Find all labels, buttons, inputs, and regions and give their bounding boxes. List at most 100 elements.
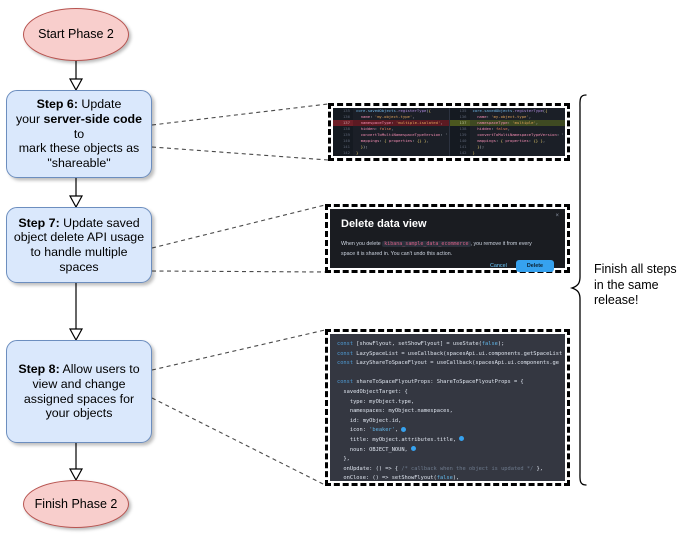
diff-line-code: namespaceType: 'multiple', xyxy=(477,120,539,126)
code-line: type: myObject.type, xyxy=(337,398,415,405)
step8-line3: assigned spaces for xyxy=(23,391,135,406)
node-step-7[interactable]: Step 7: Update saved object delete API u… xyxy=(6,207,152,283)
delete-button[interactable]: Delete xyxy=(515,259,554,272)
diff-line-code: convertToMultiNamespaceTypeVersion: ' xyxy=(477,132,564,138)
diff-line-number: 142 xyxy=(333,150,353,156)
step8-line1-rest: Allow users to xyxy=(59,362,140,377)
step8-line2: view and change xyxy=(32,376,126,391)
step8-line1-bold: Step 8: xyxy=(18,362,60,377)
code-line: const shareToSpaceFlyoutProps: ShareToSp… xyxy=(337,379,524,386)
diff-line-code: core.savedObjects.registerType({ xyxy=(356,108,431,113)
modal-body-code: kibana_sample_data_ecommerce xyxy=(382,241,471,247)
diff-line-number: 136 xyxy=(333,114,353,121)
diff-line-code: } xyxy=(472,150,475,156)
diff-line: 137 namespaceType: 'multiple-isolated', xyxy=(333,120,449,127)
diff-line-number: 136 xyxy=(449,114,470,121)
diff-line-code: } xyxy=(356,150,359,156)
diff-line-code: namespaceType: 'multiple-isolated', xyxy=(360,120,443,126)
node-step-6-text: Step 6: Update your server-side code to … xyxy=(13,97,145,170)
diff-line-number: 137 xyxy=(333,120,353,127)
diff-line-code: name: 'my-object-type', xyxy=(477,114,532,120)
diff-line-number: 139 xyxy=(449,132,470,139)
diff-line: 142} xyxy=(449,150,566,156)
code-line: const LazySpaceList = useCallback(spaces… xyxy=(337,350,563,357)
diff-line: 142} xyxy=(333,150,449,156)
diff-line-code: convertToMultiNamespaceTypeVersion: ' xyxy=(360,132,448,138)
diff-line-code: }); xyxy=(477,144,485,150)
diff-line-number: 140 xyxy=(333,138,353,145)
diff-line: 136 name: 'my-object-type', xyxy=(449,114,566,121)
node-step-7-text: Step 7: Update saved object delete API u… xyxy=(13,216,145,275)
callout-step7-delete-modal: × Delete data view When you delete kiban… xyxy=(325,204,570,273)
info-dot-icon xyxy=(411,446,416,452)
code-line: title: myObject.attributes.title, xyxy=(337,436,558,446)
diff-line-number: 135 xyxy=(333,108,353,115)
brace-annotation-label: Finish all steps in the same release! xyxy=(594,262,677,308)
close-icon[interactable]: × xyxy=(555,213,559,219)
diff-line: 139 convertToMultiNamespaceTypeVersion: … xyxy=(333,132,449,139)
info-dot-icon xyxy=(459,436,465,442)
node-start-label: Start Phase 2 xyxy=(38,27,114,42)
diff-line-code: core.savedObjects.registerType({ xyxy=(472,108,548,113)
diff-line-code: hidden: false, xyxy=(477,126,510,132)
code-line: }, xyxy=(337,456,350,463)
code-line: id: myObject.id, xyxy=(337,417,402,424)
diff-line-number: 135 xyxy=(449,108,470,115)
diff-line-number: 139 xyxy=(333,132,353,139)
diff-line-number: 137 xyxy=(449,120,470,127)
diff-line: 141 }); xyxy=(333,144,449,151)
diff-line: 136 name: 'my-object-type', xyxy=(333,114,449,121)
diff-line: 141 }); xyxy=(449,144,566,151)
diff-line-code: mappings: { properties: {} }, xyxy=(477,138,546,144)
delete-data-view-modal: × Delete data view When you delete kiban… xyxy=(330,209,565,272)
diff-line-code: name: 'my-object-type', xyxy=(360,114,415,120)
modal-body: When you delete kibana_sample_data_ecomm… xyxy=(341,240,545,260)
code-line: onClose: () => setShowFlyout(false), xyxy=(337,475,460,481)
modal-title: Delete data view xyxy=(341,218,427,230)
node-step-8[interactable]: Step 8: Allow users to view and change a… xyxy=(6,340,152,443)
diff-line-number: 141 xyxy=(333,144,353,151)
diff-line-number: 140 xyxy=(449,138,470,145)
code-line: icon: 'beaker', xyxy=(337,426,558,436)
step7-line1-bold: Step 7: xyxy=(18,215,60,230)
step6-line4: "shareable" xyxy=(47,155,111,170)
diff-line-code: mappings: { properties: {} }, xyxy=(360,138,429,144)
step6-line2-rest: to xyxy=(73,126,85,141)
diff-line-number: 138 xyxy=(333,126,353,133)
code-line: onUpdate: () => { /* callback when the o… xyxy=(337,465,543,472)
step6-line2-pre: your xyxy=(15,112,44,127)
info-dot-icon xyxy=(401,426,407,432)
step6-line1-bold: Step 6: xyxy=(36,97,78,112)
diff-line-code: }); xyxy=(360,144,368,150)
step7-line2: object delete API usage xyxy=(13,230,145,245)
step6-line1-rest: Update xyxy=(77,97,122,112)
node-step-6[interactable]: Step 6: Update your server-side code to … xyxy=(6,90,152,178)
diff-line-number: 142 xyxy=(449,150,470,156)
diff-line: 140 mappings: { properties: {} }, xyxy=(333,138,449,145)
node-finish-label: Finish Phase 2 xyxy=(34,496,118,511)
diff-line: 138 hidden: false, xyxy=(333,126,449,133)
diff-line-code: hidden: false, xyxy=(360,126,394,132)
node-start-phase-2[interactable]: Start Phase 2 xyxy=(23,8,129,61)
step7-line3: to handle multiple spaces xyxy=(30,245,128,274)
code-line: const [showFlyout, setShowFlyout] = useS… xyxy=(337,341,505,347)
step6-line2-bold: server-side code xyxy=(43,112,143,127)
code-line: const LazyShareToSpaceFlyout = useCallba… xyxy=(337,360,559,367)
cancel-button[interactable]: Cancel xyxy=(490,262,507,269)
step8-line4: your objects xyxy=(45,406,113,421)
modal-body-after: , you remove it from every space it is s… xyxy=(341,241,532,257)
diff-line: 138 hidden: false, xyxy=(449,126,566,133)
diff-line: 140 mappings: { properties: {} }, xyxy=(449,138,566,145)
modal-actions: Cancel Delete xyxy=(341,259,554,273)
code-line xyxy=(337,369,558,379)
node-finish-phase-2[interactable]: Finish Phase 2 xyxy=(23,480,129,528)
code-line: savedObjectTarget: { xyxy=(337,388,408,395)
callout-step8-flyout-code: const [showFlyout, setShowFlyout] = useS… xyxy=(325,329,570,486)
